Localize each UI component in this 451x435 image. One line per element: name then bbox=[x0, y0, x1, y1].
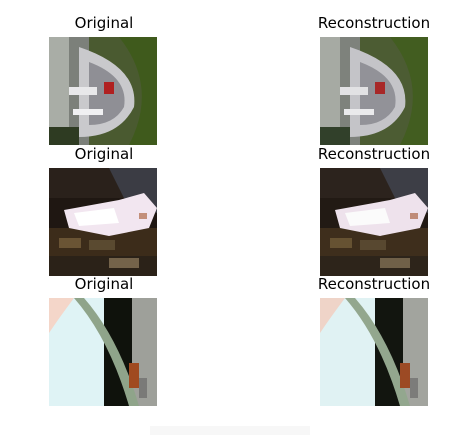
row3-right-title: Reconstruction bbox=[317, 275, 431, 293]
row2-right-title: Reconstruction bbox=[317, 145, 431, 163]
hand-image-reconstruction bbox=[320, 168, 428, 276]
row2-original-image bbox=[49, 168, 157, 276]
hand-image-original bbox=[49, 168, 157, 276]
row2-reconstruction-image bbox=[320, 168, 428, 276]
row3-original-image bbox=[49, 298, 157, 406]
bottom-strip bbox=[150, 426, 310, 435]
row3-reconstruction-image bbox=[320, 298, 428, 406]
row1-left-title: Original bbox=[74, 14, 134, 32]
row1-original-image bbox=[49, 37, 157, 145]
plane-image-original bbox=[49, 298, 157, 406]
plane-image-reconstruction bbox=[320, 298, 428, 406]
row3-left-title: Original bbox=[74, 275, 134, 293]
row2-left-title: Original bbox=[74, 145, 134, 163]
row1-reconstruction-image bbox=[320, 37, 428, 145]
car-image-reconstruction bbox=[320, 37, 428, 145]
row1-right-title: Reconstruction bbox=[317, 14, 431, 32]
car-image-original bbox=[49, 37, 157, 145]
